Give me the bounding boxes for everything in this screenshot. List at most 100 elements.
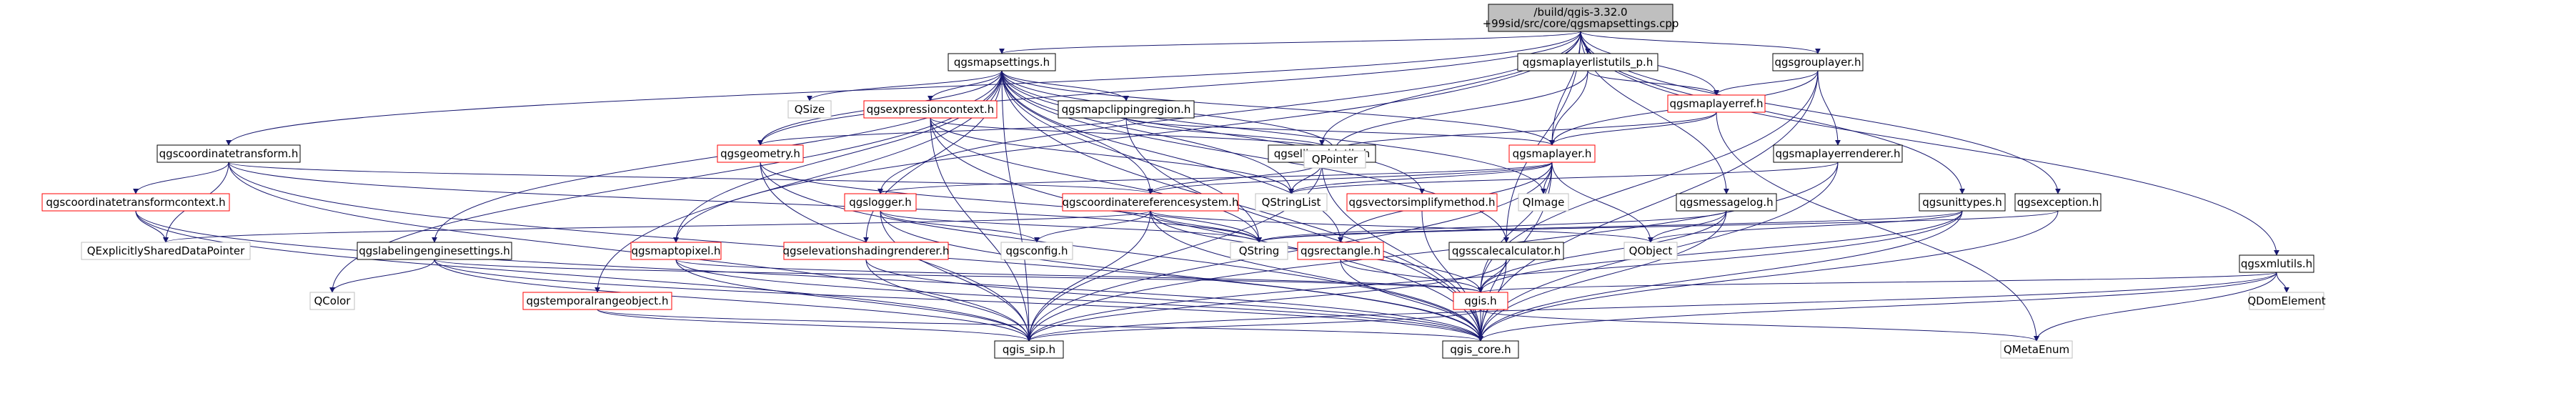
node-qgsmessagelog-h[interactable]: qgsmessagelog.h: [1676, 193, 1777, 212]
edge-qgsmaplayerlistutils-p-h-to-QPointer: [1332, 70, 1588, 152]
node-qgstemporalrangeobject-h[interactable]: qgstemporalrangeobject.h: [522, 292, 672, 310]
node-qgsmaplayerref-h-box: [1667, 94, 1766, 113]
node-qgsgeometry-h[interactable]: qgsgeometry.h: [717, 144, 804, 163]
edge-qgsmaplayer-h-to-qgscoordinatereferencesystem-h: [1148, 162, 1553, 194]
edge-qgsmapsettings-h-to-qgsmaplayer-h: [1001, 70, 1555, 146]
edge-qgsgrouplayer-h-to-qgis-core-h: [1478, 70, 1819, 342]
node-qgslabelingenginesettings-h[interactable]: qgslabelingenginesettings.h: [357, 242, 512, 260]
edge-qgsmapsettings-h-to-QImage: [1001, 70, 1546, 194]
node-qstringlist-box: [1255, 193, 1328, 212]
node-root[interactable]: /build/qgis-3.32.0+99sid/src/core/qgsmap…: [1483, 4, 1679, 32]
edge-qgsunittypes-h-to-qgis-sip-h: [1026, 210, 1963, 342]
edge-qgsmapsettings-h-to-QSize: [807, 70, 1003, 101]
edge-qgselevationshadingrenderer-h-to-qgis-sip-h: [865, 259, 1032, 342]
node-qgsxmlutils-h[interactable]: qgsxmlutils.h: [2239, 254, 2314, 273]
edge-qgsmaplayerrenderer-h-to-qgis-sip-h: [1026, 162, 1839, 342]
node-qgis-core-h[interactable]: qgis_core.h: [1442, 340, 1519, 359]
node-qgselevationshadingrenderer-h-box: [783, 242, 949, 260]
edge-qgsunittypes-h-to-QString: [1256, 210, 1963, 243]
node-qgsunittypes-h[interactable]: qgsunittypes.h: [1919, 193, 2006, 212]
node-qgsconfig-h-box: [1000, 242, 1073, 260]
node-qgsvectorsimplifymethod-h-label: qgsvectorsimplifymethod.h: [1349, 196, 1496, 209]
node-qpointer-label: QPointer: [1312, 153, 1358, 166]
node-qgsmapsettings-h[interactable]: qgsmapsettings.h: [948, 53, 1056, 71]
node-qgselevationshadingrenderer-h[interactable]: qgselevationshadingrenderer.h: [783, 242, 950, 260]
node-qgsunittypes-h-label: qgsunittypes.h: [1922, 196, 2002, 209]
node-qgsmapclippingregion-h[interactable]: qgsmapclippingregion.h: [1058, 100, 1195, 119]
node-qgsxmlutils-h-box: [2239, 254, 2314, 273]
node-qobject-label: QObject: [1629, 244, 1673, 257]
edge-qgsmaplayerref-h-to-QPointer: [1332, 112, 1717, 152]
edge-qgscoordinatereferencesystem-h-to-qgsconfig-h: [1034, 210, 1151, 243]
node-qgsmaplayerlistutils-p-h-label: qgsmaplayerlistutils_p.h: [1523, 56, 1653, 69]
node-qgsgrouplayer-h[interactable]: qgsgrouplayer.h: [1772, 53, 1864, 71]
edge-qgsvectorsimplifymethod-h-to-qgis-core-h: [1421, 210, 1483, 342]
edge-qgsxmlutils-h-to-qgis-core-h: [1478, 272, 2277, 342]
node-qgstemporalrangeobject-h-label: qgstemporalrangeobject.h: [527, 294, 669, 307]
edge-qgslogger-h-to-QString: [880, 210, 1262, 243]
edge-qgsxmlutils-h-to-QMetaEnum: [2034, 272, 2277, 342]
node-qsize: QSize: [787, 100, 832, 119]
edge-qgsmapsettings-h-to-qgsvectorsimplifymethod-h: [1001, 70, 1425, 194]
node-qgsgeometry-h-box: [717, 144, 804, 163]
node-qgsmaplayerlistutils-p-h[interactable]: qgsmaplayerlistutils_p.h: [1517, 53, 1659, 71]
node-qgsscalecalculator-h-box: [1448, 242, 1564, 260]
edge-qgslabelingenginesettings-h-to-QColor: [329, 259, 435, 293]
edge-qgsgrouplayer-h-to-qgsmaplayerref-h: [1714, 70, 1819, 96]
node-qgsmaptopixel-h[interactable]: qgsmaptopixel.h: [630, 242, 722, 260]
node-qmetaenum-label: QMetaEnum: [2004, 343, 2069, 356]
node-qgsmapclippingregion-h-label: qgsmapclippingregion.h: [1062, 103, 1191, 116]
edge-qgsmessagelog-h-to-qgis-core-h: [1478, 210, 1727, 342]
node-qgscoordinatetransformcontext-h[interactable]: qgscoordinatetransformcontext.h: [41, 193, 230, 212]
node-qgis-sip-h-box: [994, 340, 1064, 359]
node-qgsmaplayer-h[interactable]: qgsmaplayer.h: [1508, 144, 1596, 163]
node-qgsrectangle-h[interactable]: qgsrectangle.h: [1297, 242, 1384, 260]
node-qgscoordinatetransform-h[interactable]: qgscoordinatetransform.h: [156, 144, 301, 163]
edge-qgsmaplayer-h-to-QObject: [1551, 162, 1653, 243]
node-qgscoordinatetransformcontext-h-label: qgscoordinatetransformcontext.h: [46, 196, 225, 209]
node-qgis-sip-h[interactable]: qgis_sip.h: [994, 340, 1064, 359]
node-qdomelement-label: QDomElement: [2247, 294, 2325, 307]
node-qgsconfig-h: qgsconfig.h: [1000, 242, 1073, 260]
edge-root-to-qgsellipsoidutils-h: [1319, 31, 1581, 146]
edge-qgscoordinatereferencesystem-h-to-qgis-core-h: [1150, 210, 1483, 342]
edge-qgsexpressioncontext-h-to-QStringList: [930, 117, 1294, 194]
edge-qgsmapsettings-h-to-qgis-sip-h: [1001, 70, 1032, 342]
node-qgsscalecalculator-h[interactable]: qgsscalecalculator.h: [1448, 242, 1564, 260]
edge-qgsellipsoidutils-h-to-qgscoordinatereferencesystem-h: [1148, 162, 1323, 194]
node-qsize-box: [787, 100, 832, 119]
node-qgsexpressioncontext-h[interactable]: qgsexpressioncontext.h: [863, 100, 998, 119]
node-qdomelement-box: [2249, 292, 2324, 310]
edge-qgstemporalrangeobject-h-to-qgis-sip-h: [597, 309, 1032, 342]
edge-qgsmessagelog-h-to-QObject: [1648, 210, 1727, 243]
edge-qgselevationshadingrenderer-h-to-qgis-core-h: [865, 259, 1483, 342]
node-qgslogger-h-box: [844, 193, 917, 212]
node-qexplicitlyshareddatapointer: QExplicitlySharedDataPointer: [81, 242, 251, 260]
edge-root-to-qgsmapsettings-h: [999, 31, 1581, 54]
node-qgsrectangle-h-box: [1297, 242, 1384, 260]
edge-qgsxmlutils-h-to-QDomElement: [2276, 272, 2289, 293]
node-qgsvectorsimplifymethod-h-box: [1346, 193, 1498, 212]
edge-qgsunittypes-h-to-QObject: [1648, 210, 1963, 243]
node-qgsmaplayerrenderer-h[interactable]: qgsmaplayerrenderer.h: [1773, 144, 1903, 163]
edge-qgsexpressioncontext-h-to-qgis-sip-h: [930, 117, 1032, 342]
edge-qgsrectangle-h-to-qgis-core-h: [1340, 259, 1483, 342]
edge-qgslabelingenginesettings-h-to-qgis-core-h: [434, 259, 1483, 342]
node-qgscoordinatereferencesystem-h[interactable]: qgscoordinatereferencesystem.h: [1062, 193, 1239, 212]
node-qgsmaplayerrenderer-h-label: qgsmaplayerrenderer.h: [1775, 147, 1900, 160]
node-root-box: [1488, 4, 1674, 32]
node-qgsvectorsimplifymethod-h[interactable]: qgsvectorsimplifymethod.h: [1346, 193, 1498, 212]
node-qstringlist-label: QStringList: [1262, 196, 1321, 209]
edge-qgsmapsettings-h-to-QStringList: [1001, 70, 1294, 194]
edge-root-to-qgsgeometry-h: [757, 31, 1581, 146]
node-qgis-h[interactable]: qgis.h: [1453, 292, 1508, 310]
node-qgsmaplayerref-h[interactable]: qgsmaplayerref.h: [1667, 94, 1766, 113]
node-qobject-box: [1623, 242, 1678, 260]
edge-qgsmaplayer-h-to-qgslogger-h: [877, 162, 1553, 194]
node-qgslogger-h[interactable]: qgslogger.h: [844, 193, 917, 212]
node-qcolor-box: [309, 292, 355, 310]
edge-qgsxmlutils-h-to-qgis-h: [1478, 272, 2277, 293]
node-qgsexception-h[interactable]: qgsexception.h: [2014, 193, 2102, 212]
edge-qgsunittypes-h-to-qgis-core-h: [1478, 210, 1963, 342]
